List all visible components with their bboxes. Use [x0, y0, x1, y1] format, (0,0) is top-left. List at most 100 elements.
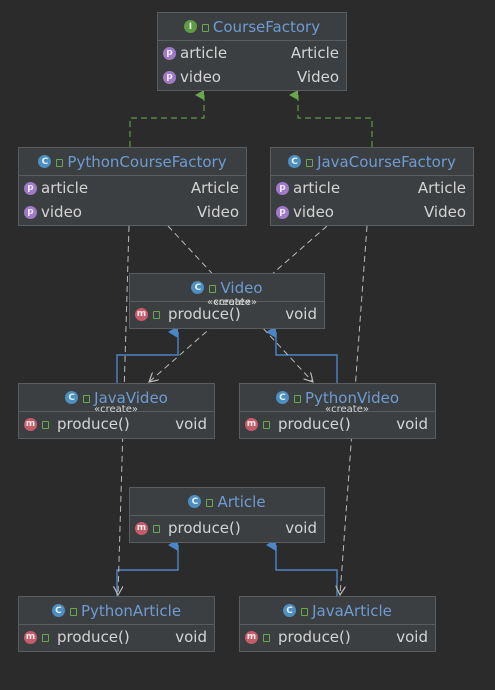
- method-icon: m: [245, 630, 258, 644]
- extends-java-article: [266, 539, 338, 596]
- java-article-title: JavaArticle: [312, 601, 392, 620]
- field-video: p video Video: [19, 200, 246, 224]
- field-type: Video: [423, 203, 466, 221]
- method-name: produce(): [168, 519, 241, 537]
- java-course-factory-header: C JavaCourseFactory: [271, 148, 473, 176]
- lock-icon: [42, 634, 49, 642]
- method-icon: m: [135, 307, 148, 321]
- create-label-python-video: «create»: [325, 404, 369, 415]
- field-article: p article Article: [19, 176, 246, 200]
- create-python-video: [167, 225, 313, 382]
- lock-icon: [42, 421, 49, 429]
- method-icon: m: [135, 521, 148, 535]
- method-return-type: void: [285, 305, 317, 323]
- lock-icon: [69, 607, 77, 616]
- python-course-factory-header: C PythonCourseFactory: [19, 148, 246, 176]
- python-article-box[interactable]: C PythonArticle m produce() void: [18, 596, 215, 652]
- method-produce: m produce() void: [130, 302, 324, 326]
- java-video-header: C JavaVideo: [19, 384, 214, 412]
- lock-icon: [153, 525, 160, 533]
- method-icon: m: [24, 630, 37, 644]
- property-icon: p: [276, 181, 289, 195]
- method-name: produce(): [57, 415, 130, 433]
- implements-python-course-factory: [129, 90, 205, 147]
- field-name: article: [293, 179, 341, 197]
- course-factory-header: I CourseFactory: [158, 13, 346, 41]
- field-type: Article: [190, 179, 239, 197]
- abstract-class-icon: C: [191, 281, 205, 294]
- python-video-title: PythonVideo: [304, 388, 400, 407]
- lock-icon: [201, 23, 209, 32]
- lock-icon: [263, 421, 270, 429]
- python-article-title: PythonArticle: [80, 601, 182, 620]
- method-name: produce(): [168, 305, 241, 323]
- extends-java-video: [116, 326, 179, 383]
- interface-icon: I: [183, 20, 197, 33]
- method-return-type: void: [175, 628, 207, 646]
- property-icon: p: [276, 205, 289, 219]
- property-icon: p: [24, 205, 37, 219]
- property-icon: p: [163, 70, 176, 84]
- lock-icon: [56, 158, 64, 167]
- class-icon: C: [38, 155, 52, 168]
- field-name: video: [293, 203, 334, 221]
- method-icon: m: [24, 417, 37, 431]
- lock-icon: [83, 394, 91, 403]
- class-icon: C: [65, 391, 79, 404]
- lock-icon: [293, 394, 301, 403]
- create-label-video-a: «create»: [207, 297, 251, 308]
- field-name: video: [41, 203, 82, 221]
- article-box[interactable]: C Article m produce() void: [129, 487, 325, 543]
- lock-icon: [263, 634, 270, 642]
- field-type: Video: [296, 68, 339, 86]
- python-course-factory-title: PythonCourseFactory: [67, 152, 227, 171]
- java-video-box[interactable]: C JavaVideo m produce() void: [18, 383, 215, 439]
- method-name: produce(): [278, 628, 351, 646]
- extends-python-video: [266, 326, 338, 383]
- property-icon: p: [163, 46, 176, 60]
- video-box[interactable]: C Video m produce() void: [129, 273, 325, 329]
- article-header: C Article: [130, 488, 324, 516]
- python-article-header: C PythonArticle: [19, 597, 214, 625]
- method-return-type: void: [396, 415, 428, 433]
- lock-icon: [301, 607, 309, 616]
- class-icon: C: [283, 604, 297, 617]
- method-produce: m produce() void: [19, 412, 214, 436]
- method-produce: m produce() void: [19, 625, 214, 649]
- field-video: p video Video: [271, 200, 473, 224]
- create-label-video-b: «create»: [213, 297, 257, 308]
- field-video: p video Video: [158, 65, 346, 89]
- method-name: produce(): [57, 628, 130, 646]
- property-icon: p: [24, 181, 37, 195]
- abstract-class-icon: C: [188, 495, 202, 508]
- class-icon: C: [288, 155, 302, 168]
- class-icon: C: [275, 391, 289, 404]
- method-icon: m: [245, 417, 258, 431]
- lock-icon: [209, 284, 217, 293]
- java-article-header: C JavaArticle: [240, 597, 435, 625]
- lock-icon: [153, 311, 160, 319]
- field-name: article: [180, 44, 228, 62]
- method-return-type: void: [175, 415, 207, 433]
- implements-java-course-factory: [289, 90, 373, 147]
- class-icon: C: [51, 604, 65, 617]
- course-factory-box[interactable]: I CourseFactory p article Article p vide…: [157, 12, 347, 91]
- method-produce: m produce() void: [240, 625, 435, 649]
- java-course-factory-box[interactable]: C JavaCourseFactory p article Article p …: [270, 147, 474, 226]
- method-produce: m produce() void: [240, 412, 435, 436]
- course-factory-title: CourseFactory: [212, 17, 321, 36]
- field-type: Video: [196, 203, 239, 221]
- python-video-header: C PythonVideo: [240, 384, 435, 412]
- java-article-box[interactable]: C JavaArticle m produce() void: [239, 596, 436, 652]
- field-name: video: [180, 68, 221, 86]
- extends-python-article: [116, 539, 179, 596]
- field-name: article: [41, 179, 89, 197]
- method-produce: m produce() void: [130, 516, 324, 540]
- lock-icon: [206, 498, 214, 507]
- video-title: Video: [220, 278, 263, 297]
- video-header: C Video: [130, 274, 324, 302]
- python-course-factory-box[interactable]: C PythonCourseFactory p article Article …: [18, 147, 247, 226]
- python-video-box[interactable]: C PythonVideo m produce() void: [239, 383, 436, 439]
- java-course-factory-title: JavaCourseFactory: [317, 152, 456, 171]
